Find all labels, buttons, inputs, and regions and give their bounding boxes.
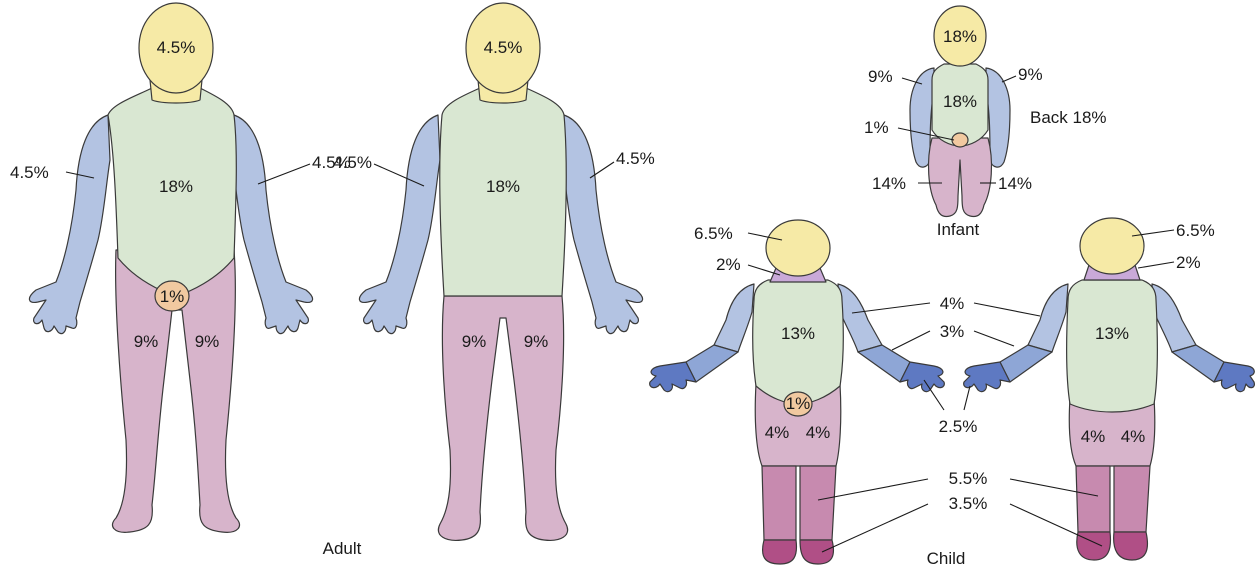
- adult-front-left-leg-label: 9%: [134, 332, 159, 351]
- child-hand-label: 2.5%: [939, 417, 978, 436]
- child-upper-arm-label: 4%: [940, 294, 965, 313]
- child-back-feet: [1077, 532, 1148, 560]
- child-foot-label: 3.5%: [949, 494, 988, 513]
- child-caption: Child: [927, 549, 966, 568]
- child-back-right-upper-arm: [1152, 284, 1196, 352]
- adult-back-right-leg-label: 9%: [524, 332, 549, 351]
- child-back-head: [1080, 218, 1144, 274]
- child-back-thigh-right-label: 4%: [1121, 427, 1146, 446]
- infant-left-arm-label: 9%: [868, 67, 893, 86]
- adult-back-head-label: 4.5%: [484, 38, 523, 57]
- adult-back-figure: [359, 3, 642, 540]
- leader-child-foot-front: [822, 504, 928, 552]
- adult-front-head-label: 4.5%: [157, 38, 196, 57]
- child-front-head: [766, 220, 830, 276]
- adult-front-genital-label: 1%: [160, 287, 185, 306]
- adult-back-right-arm: [562, 115, 643, 334]
- child-front-figure: [650, 220, 945, 564]
- infant-right-leg-label: 14%: [998, 174, 1032, 193]
- infant-genital-label: 1%: [864, 118, 889, 137]
- adult-front-right-leg-label: 9%: [195, 332, 220, 351]
- infant-head-label: 18%: [943, 27, 977, 46]
- child-forearm-label: 3%: [940, 322, 965, 341]
- child-back-thigh-left-label: 4%: [1081, 427, 1106, 446]
- child-front-lower-legs: [762, 466, 836, 540]
- child-front-torso-label: 13%: [781, 324, 815, 343]
- infant-genital-patch: [952, 133, 968, 147]
- adult-front-left-arm-label: 4.5%: [10, 163, 49, 182]
- child-lower-leg-label: 5.5%: [949, 469, 988, 488]
- infant-right-arm-label: 9%: [1018, 65, 1043, 84]
- child-back-head-label: 6.5%: [1176, 221, 1215, 240]
- leader-adult-front-right-arm: [258, 164, 310, 184]
- leader-child-forearm-front: [892, 331, 930, 350]
- adult-back-left-leg-label: 9%: [462, 332, 487, 351]
- child-front-thigh-right-label: 4%: [806, 423, 831, 442]
- infant-caption: Infant: [937, 220, 980, 239]
- child-genital-label: 1%: [786, 394, 811, 413]
- infant-legs: [929, 138, 992, 217]
- child-front-thigh-left-label: 4%: [765, 423, 790, 442]
- leader-child-forearm-back: [974, 331, 1014, 346]
- child-front-right-upper-arm: [838, 284, 882, 352]
- child-front-neck-label: 2%: [716, 255, 741, 274]
- child-back-figure: [964, 218, 1255, 560]
- adult-front-torso-label: 18%: [159, 177, 193, 196]
- infant-torso-label: 18%: [943, 92, 977, 111]
- adult-back-left-arm-label: 4.5%: [333, 153, 372, 172]
- child-front-left-upper-arm: [714, 284, 754, 352]
- child-back-torso: [1067, 280, 1158, 412]
- adult-back-right-arm-label: 4.5%: [616, 149, 655, 168]
- adult-back-left-arm: [359, 115, 440, 334]
- leader-child-hand-back: [964, 386, 970, 410]
- leader-child-upper-arm-front: [852, 303, 930, 313]
- leader-child-back-neck: [1138, 262, 1174, 268]
- adult-caption: Adult: [323, 539, 362, 558]
- leader-infant-right-arm: [1002, 76, 1016, 82]
- child-front-head-label: 6.5%: [694, 224, 733, 243]
- adult-back-torso-label: 18%: [486, 177, 520, 196]
- child-back-torso-label: 13%: [1095, 324, 1129, 343]
- child-back-lower-legs: [1076, 466, 1150, 532]
- adult-front-left-arm: [29, 115, 110, 334]
- infant-left-leg-label: 14%: [872, 174, 906, 193]
- child-back-left-upper-arm: [1028, 284, 1068, 352]
- infant-back-label: Back 18%: [1030, 108, 1107, 127]
- leader-child-upper-arm-back: [974, 303, 1040, 316]
- adult-front-figure: [29, 3, 312, 532]
- child-back-neck-label: 2%: [1176, 253, 1201, 272]
- adult-front-right-arm: [232, 115, 313, 334]
